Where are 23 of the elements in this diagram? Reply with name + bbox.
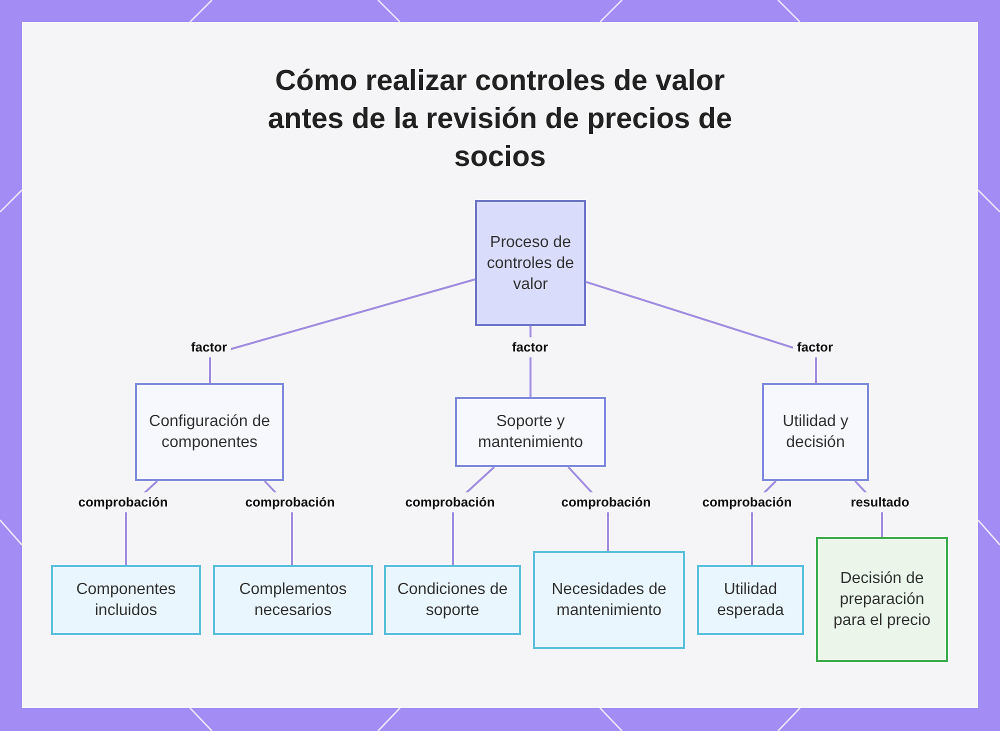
process-box	[697, 565, 804, 635]
diagram-title: Cómo realizar controles de valor antes de la revisión de precios de socios	[266, 64, 734, 175]
connector-line	[586, 280, 817, 383]
node-text: Configuración de componentes	[148, 412, 271, 453]
process-box	[135, 383, 284, 481]
process-box	[475, 200, 586, 326]
connector-line	[209, 278, 476, 383]
node-text: Utilidad y decisión	[782, 412, 850, 453]
node-text: Componentes incluidos	[75, 580, 177, 621]
node-text: Utilidad esperada	[716, 580, 785, 621]
node-text: Proceso de controles de valor	[486, 232, 576, 294]
node-text: Decisión de preparación para el precio	[832, 569, 932, 631]
node-text: Condiciones de soporte	[396, 580, 509, 621]
process-box	[762, 383, 869, 481]
process-box	[213, 565, 373, 635]
process-box	[533, 551, 685, 649]
process-box	[51, 565, 201, 635]
process-box	[455, 397, 606, 467]
node-text: Necesidades de mantenimiento	[550, 580, 668, 621]
process-box	[384, 565, 521, 635]
process-box	[816, 537, 948, 662]
node-text: Complementos necesarios	[238, 580, 348, 621]
node-text: Soporte y mantenimiento	[477, 412, 584, 453]
